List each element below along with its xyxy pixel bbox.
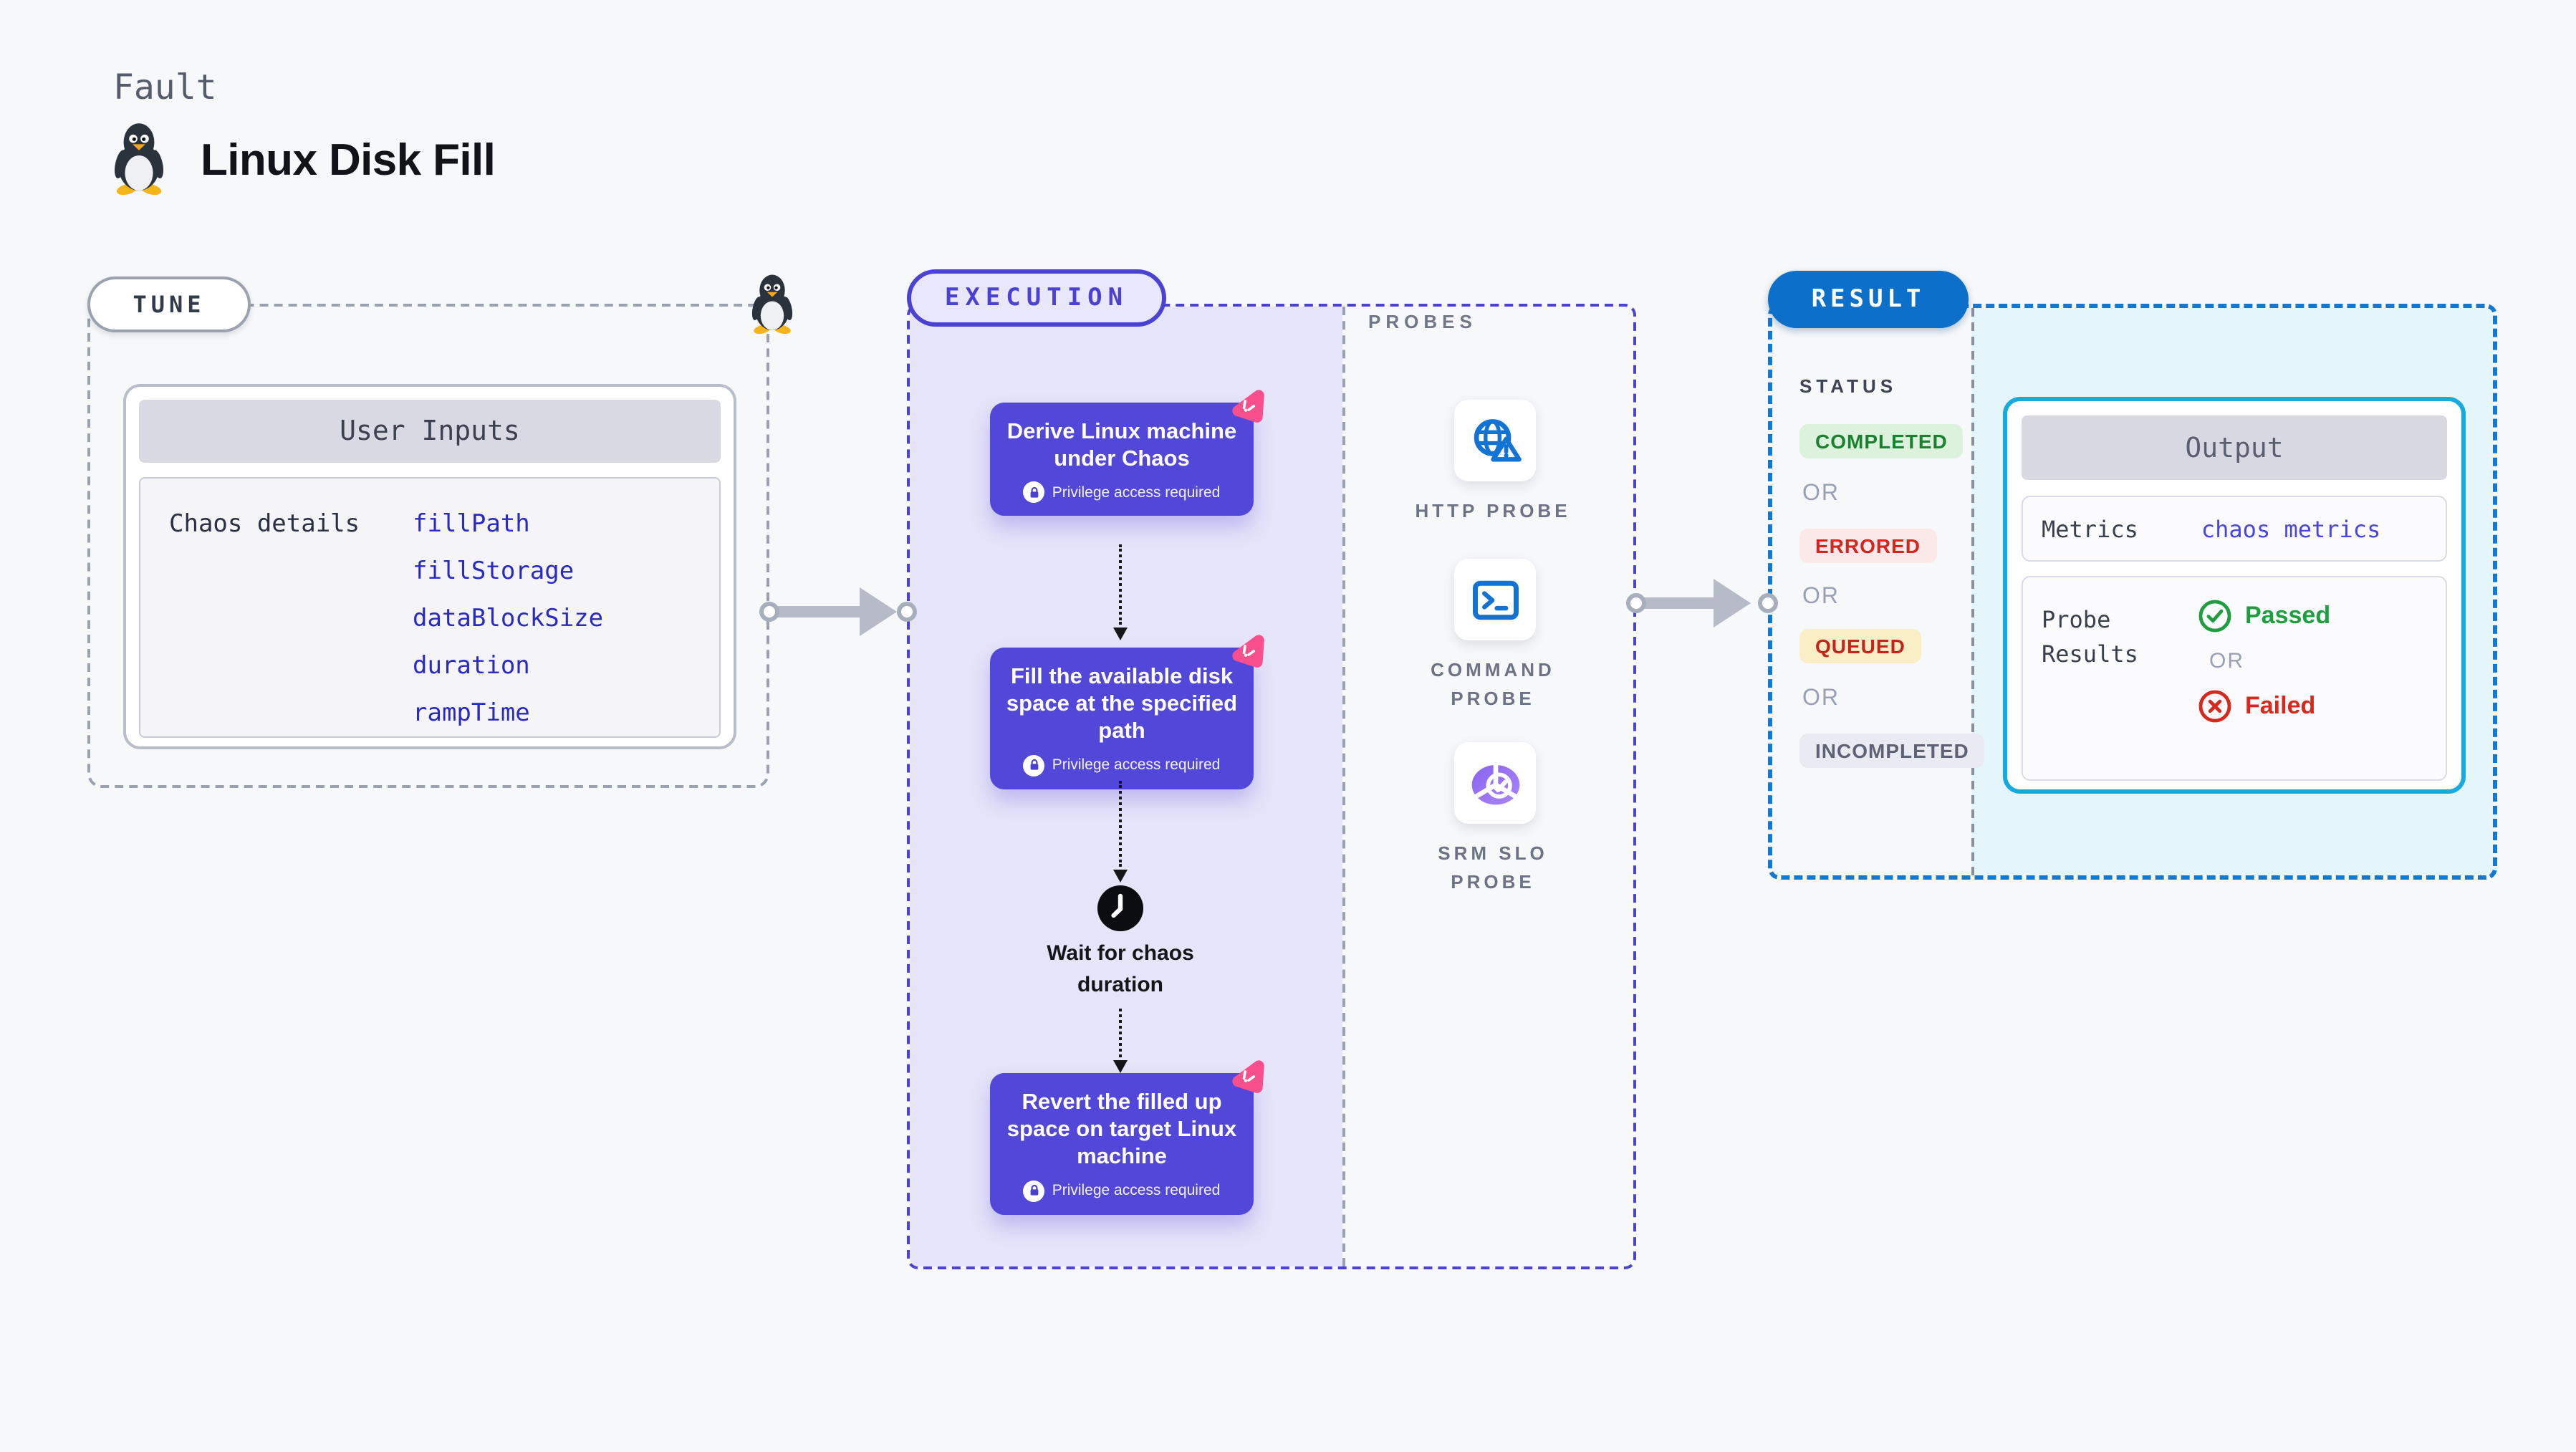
srm-slo-probe-card[interactable]: [1454, 742, 1536, 824]
execution-input-port: [897, 602, 917, 622]
status-badge-completed: COMPLETED: [1799, 424, 1964, 458]
http-probe-card[interactable]: [1454, 400, 1536, 481]
tune-to-execution-arrow: [777, 606, 865, 617]
step-title: Revert the filled up space on target Lin…: [1006, 1090, 1237, 1170]
probe-failed-item: Failed: [2198, 689, 2330, 723]
chaos-icon: [1229, 632, 1267, 669]
input-link-fillstorage[interactable]: fillStorage: [413, 557, 575, 586]
tux-penguin-icon-small: [745, 272, 799, 334]
slo-pie-icon: [1466, 754, 1524, 812]
flow-connector-arrowhead: [1112, 1060, 1127, 1073]
user-inputs-body: Chaos details fillPath fillStorage dataB…: [139, 477, 721, 738]
command-probe-label: COMMAND PROBE: [1431, 659, 1555, 708]
privilege-badge: Privilege access required: [1052, 756, 1221, 774]
execution-step-revert[interactable]: Revert the filled up space on target Lin…: [990, 1073, 1254, 1215]
or-separator: OR: [1802, 585, 1840, 609]
metrics-row: Metrics chaos metrics: [2022, 496, 2447, 562]
terminal-icon: [1468, 572, 1522, 627]
lock-icon: [1023, 1180, 1045, 1202]
lock-icon: [1023, 754, 1045, 777]
status-badge-errored: ERRORED: [1799, 529, 1937, 563]
globe-alert-icon: [1468, 413, 1522, 468]
result-divider: [1971, 308, 1974, 875]
input-link-datablocksize[interactable]: dataBlockSize: [413, 605, 604, 633]
privilege-badge: Privilege access required: [1052, 484, 1221, 501]
input-link-duration[interactable]: duration: [413, 652, 530, 681]
privilege-badge: Privilege access required: [1052, 1182, 1221, 1200]
probes-section-label: PROBES: [1368, 311, 1477, 332]
chaos-icon: [1229, 1057, 1267, 1095]
passed-label: Passed: [2245, 602, 2331, 629]
clock-icon: [1096, 884, 1145, 933]
execution-to-result-arrowhead: [1714, 579, 1751, 628]
probe-results-row: Probe Results Passed OR Failed: [2022, 576, 2447, 781]
execution-probes-divider: [1342, 307, 1345, 1266]
http-probe-label: HTTP PROBE: [1415, 500, 1571, 521]
tune-to-execution-arrowhead: [860, 587, 897, 636]
wait-step-label: Wait for chaos duration: [1047, 941, 1194, 997]
tux-penguin-icon: [106, 120, 172, 195]
metrics-label: Metrics: [2042, 515, 2138, 542]
x-circle-icon: [2198, 689, 2232, 723]
chaos-metrics-link[interactable]: chaos metrics: [2201, 515, 2381, 542]
flow-connector-arrowhead: [1112, 870, 1127, 883]
chaos-icon: [1229, 387, 1267, 424]
status-badge-queued: QUEUED: [1799, 629, 1921, 663]
check-circle-icon: [2198, 599, 2232, 633]
flow-connector: [1119, 781, 1122, 867]
srm-slo-probe-label: SRM SLO PROBE: [1438, 842, 1548, 892]
output-title: Output: [2022, 415, 2447, 480]
step-title: Derive Linux machine under Chaos: [1006, 420, 1237, 472]
flow-connector: [1119, 544, 1122, 625]
flow-connector: [1119, 1009, 1122, 1057]
user-inputs-card: User Inputs Chaos details fillPath fillS…: [123, 384, 736, 749]
lock-icon: [1023, 481, 1045, 504]
execution-output-port: [1626, 593, 1646, 613]
or-separator: OR: [1802, 686, 1840, 711]
input-link-ramptime[interactable]: rampTime: [413, 699, 530, 728]
or-separator: OR: [2209, 649, 2244, 673]
failed-label: Failed: [2245, 692, 2316, 719]
step-title: Fill the available disk space at the spe…: [1006, 665, 1238, 744]
or-separator: OR: [1802, 481, 1840, 506]
execution-step-derive[interactable]: Derive Linux machine under Chaos Privile…: [990, 403, 1254, 516]
status-heading: STATUS: [1799, 375, 1898, 397]
command-probe-card[interactable]: [1454, 559, 1536, 640]
user-inputs-title: User Inputs: [139, 400, 721, 463]
tune-section-label: TUNE: [87, 277, 251, 332]
input-link-fillpath[interactable]: fillPath: [413, 510, 530, 539]
page-title: Linux Disk Fill: [201, 135, 496, 185]
result-section-label: RESULT: [1768, 271, 1969, 328]
execution-step-fill[interactable]: Fill the available disk space at the spe…: [990, 648, 1254, 789]
chaos-details-label: Chaos details: [169, 510, 360, 539]
probe-passed-item: Passed: [2198, 599, 2330, 633]
probe-results-label: Probe Results: [2042, 606, 2138, 668]
tune-section: [87, 304, 769, 788]
flow-connector-arrowhead: [1112, 628, 1127, 640]
output-card: Output Metrics chaos metrics Probe Resul…: [2003, 397, 2466, 794]
execution-to-result-arrow: [1642, 597, 1725, 609]
tune-output-port: [759, 602, 779, 622]
status-badge-incompleted: INCOMPLETED: [1799, 734, 1985, 768]
fault-eyebrow: Fault: [113, 67, 217, 107]
execution-section-label: EXECUTION: [907, 269, 1166, 327]
result-input-port: [1758, 593, 1778, 613]
